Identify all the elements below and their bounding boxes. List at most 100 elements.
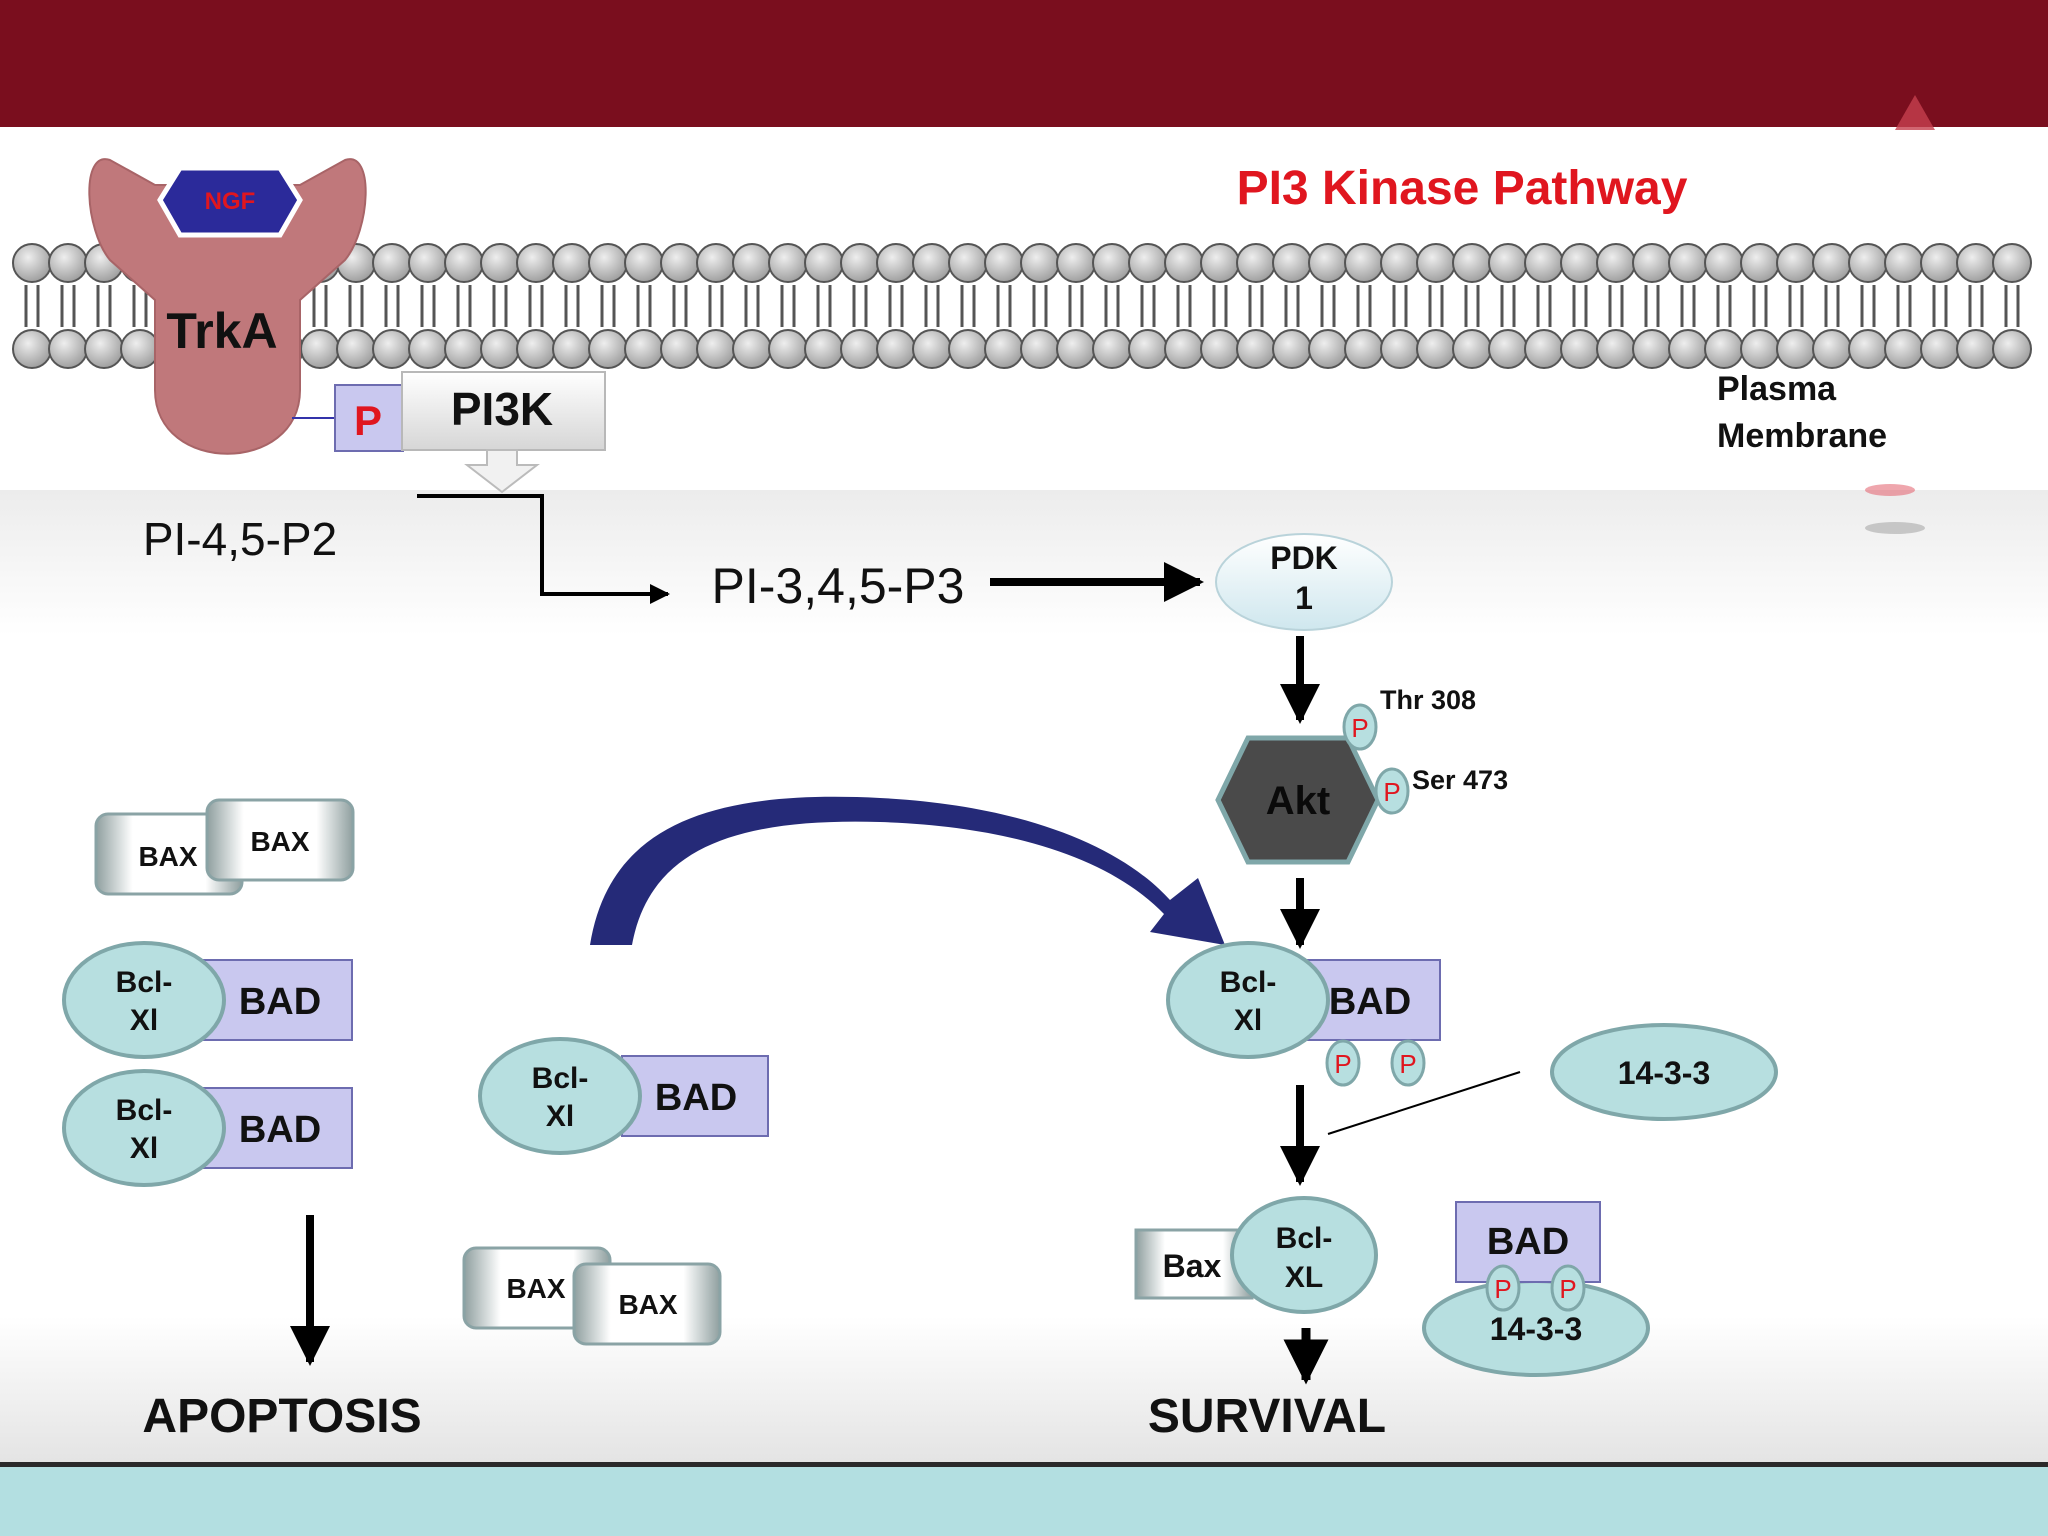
binding-line xyxy=(1327,1071,1521,1135)
lipid-head xyxy=(1848,329,1888,369)
lipid-head xyxy=(1380,329,1420,369)
lipid-head xyxy=(1488,329,1528,369)
lipid-head xyxy=(768,329,808,369)
lipid-head xyxy=(408,329,448,369)
lipid-head xyxy=(1164,243,1204,283)
translocation-curve-arrow xyxy=(590,796,1225,945)
lipid-head xyxy=(12,243,52,283)
thr308-phospho xyxy=(1342,703,1378,751)
lipid-head xyxy=(1092,329,1132,369)
lipid-head xyxy=(1272,243,1312,283)
lipid-head xyxy=(1236,243,1276,283)
bax-box xyxy=(205,798,355,882)
lipid-head xyxy=(1056,243,1096,283)
lipid-head xyxy=(1668,329,1708,369)
lipid-head xyxy=(336,329,376,369)
pi3k-label: PI3K xyxy=(451,383,553,435)
lipid-head xyxy=(1308,243,1348,283)
lipid-head xyxy=(1704,329,1744,369)
bax-box xyxy=(572,1262,722,1346)
lipid-head xyxy=(840,329,880,369)
lipid-head xyxy=(1992,329,2032,369)
lipid-head xyxy=(876,243,916,283)
lipid-head xyxy=(1920,243,1960,283)
bcl-xl-label-line1: Bcl- xyxy=(116,1094,173,1127)
bax-label: BAX xyxy=(250,826,309,857)
lipid-head xyxy=(1380,243,1420,283)
bad-phospho-label: P xyxy=(1559,1274,1576,1304)
pdk1-label-line1: PDK xyxy=(1270,540,1338,576)
lipid-head xyxy=(1956,243,1996,283)
bcl-xl-node xyxy=(62,1069,226,1187)
ser473-phospho xyxy=(1374,767,1410,815)
membrane-label-line1: Plasma xyxy=(1717,370,1837,408)
decorative-shape xyxy=(1865,522,1925,534)
lipid-head xyxy=(84,329,124,369)
lipid-head xyxy=(1884,329,1924,369)
lipid-head xyxy=(1776,329,1816,369)
lipid-head xyxy=(804,329,844,369)
pip3-label: PI-3,4,5-P3 xyxy=(712,558,965,614)
bcl-xl-node xyxy=(478,1037,642,1155)
lipid-head xyxy=(1200,243,1240,283)
lipid-head xyxy=(1236,329,1276,369)
protein-14-3-3-label: 14-3-3 xyxy=(1490,1311,1583,1347)
lipid-head xyxy=(1560,329,1600,369)
decorative-shape xyxy=(1895,95,1935,130)
lipid-head xyxy=(516,329,556,369)
lipid-head xyxy=(1740,243,1780,283)
bad-phospho-label: P xyxy=(1334,1049,1351,1079)
akt-label: Akt xyxy=(1266,779,1330,823)
thr308-label: Thr 308 xyxy=(1380,685,1476,715)
ser473-phospho-label: P xyxy=(1383,777,1400,807)
phospho-tag xyxy=(334,384,404,452)
lipid-head xyxy=(588,243,628,283)
lipid-head xyxy=(1416,329,1456,369)
lipid-head xyxy=(1632,329,1672,369)
lipid-head xyxy=(444,243,484,283)
lipid-head xyxy=(1632,243,1672,283)
lipid-head xyxy=(732,243,772,283)
bad-phospho xyxy=(1390,1039,1426,1087)
lipid-head xyxy=(948,329,988,369)
lipid-head xyxy=(1524,243,1564,283)
lipid-head xyxy=(1344,329,1384,369)
lipid-head xyxy=(696,329,736,369)
ser473-label: Ser 473 xyxy=(1412,765,1508,795)
lipid-head xyxy=(1344,243,1384,283)
lipid-head xyxy=(1200,329,1240,369)
lipid-head xyxy=(948,243,988,283)
bad-label: BAD xyxy=(239,1109,321,1151)
lipid-head xyxy=(552,243,592,283)
bax-label: BAX xyxy=(138,841,197,872)
pdk1-label-line2: 1 xyxy=(1295,580,1313,616)
lipid-head xyxy=(1452,243,1492,283)
bcl-xl-node xyxy=(62,941,226,1059)
lipid-head xyxy=(984,243,1024,283)
ngf-ligand xyxy=(157,165,303,238)
footer-bar xyxy=(0,1462,2048,1536)
lipid-head xyxy=(480,329,520,369)
membrane-label-line2: Membrane xyxy=(1717,417,1887,455)
lipid-head xyxy=(1596,329,1636,369)
plasma-membrane xyxy=(12,243,2032,369)
bad-phospho xyxy=(1325,1039,1361,1087)
lipid-head xyxy=(120,329,160,369)
pi45p2-label: PI-4,5-P2 xyxy=(143,513,337,565)
lipid-head xyxy=(588,329,628,369)
lipid-head xyxy=(372,243,412,283)
lipid-head xyxy=(660,329,700,369)
bad-phospho-label: P xyxy=(1399,1049,1416,1079)
lipid-head xyxy=(1956,329,1996,369)
lipid-head xyxy=(624,243,664,283)
lipid-head xyxy=(48,329,88,369)
lipid-head xyxy=(1128,243,1168,283)
lipid-head xyxy=(1848,243,1888,283)
protein-14-3-3-label: 14-3-3 xyxy=(1618,1055,1711,1091)
pdk1-node xyxy=(1215,533,1393,631)
bcl-xl-label-line1: Bcl- xyxy=(1276,1222,1333,1255)
lipid-head xyxy=(696,243,736,283)
lipid-head xyxy=(372,329,412,369)
lipid-head xyxy=(1776,243,1816,283)
bcl-xl-label-line2: Xl xyxy=(130,1004,158,1037)
